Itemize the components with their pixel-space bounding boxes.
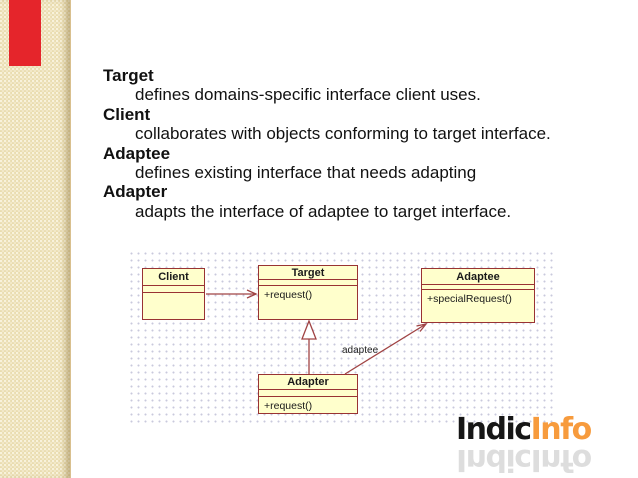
class-box-adaptee: Adaptee +specialRequest() bbox=[421, 268, 535, 323]
association-role-label: adaptee bbox=[342, 345, 379, 356]
class-name-client: Client bbox=[158, 271, 189, 283]
class-name-target: Target bbox=[291, 266, 325, 279]
definition-list: Target defines domains-specific interfac… bbox=[103, 66, 583, 221]
generalization-adapter-target bbox=[301, 319, 317, 374]
operations-compartment: +request() bbox=[264, 400, 313, 412]
def-adapter: adapts the interface of adaptee to targe… bbox=[135, 201, 512, 221]
operations-compartment bbox=[143, 293, 204, 319]
attributes-compartment bbox=[143, 285, 204, 293]
uml-class-diagram: Client Target +request() Adaptee +specia… bbox=[128, 250, 553, 425]
attributes-compartment bbox=[259, 279, 357, 286]
logo-text-indic: Indic bbox=[456, 412, 532, 447]
def-client: collaborates with objects conforming to … bbox=[135, 124, 551, 144]
term-target: Target bbox=[103, 66, 154, 85]
attributes-compartment bbox=[259, 389, 357, 397]
class-name-adapter: Adapter bbox=[287, 376, 329, 388]
logo-text-info: Info bbox=[530, 412, 593, 447]
logo-reflection: IndicInfo bbox=[456, 442, 591, 477]
operations-compartment: +request() bbox=[264, 289, 313, 301]
class-name-adaptee: Adaptee bbox=[456, 270, 500, 283]
indicinfo-logo: IndicInfo bbox=[456, 412, 593, 447]
class-box-adapter: Adapter +request() bbox=[258, 374, 358, 414]
class-box-target: Target +request() bbox=[258, 265, 358, 320]
term-adapter: Adapter bbox=[103, 182, 168, 202]
left-texture-stripe bbox=[0, 0, 71, 478]
term-client: Client bbox=[103, 104, 151, 124]
def-adaptee: defines existing interface that needs ad… bbox=[135, 163, 477, 183]
term-adaptee: Adaptee bbox=[103, 143, 171, 163]
operations-compartment: +specialRequest() bbox=[427, 293, 512, 305]
red-accent-bar bbox=[9, 0, 41, 66]
def-target: defines domains-specific interface clien… bbox=[135, 85, 481, 105]
class-box-client: Client bbox=[142, 268, 205, 320]
association-client-target bbox=[206, 289, 258, 299]
attributes-compartment bbox=[422, 284, 534, 290]
